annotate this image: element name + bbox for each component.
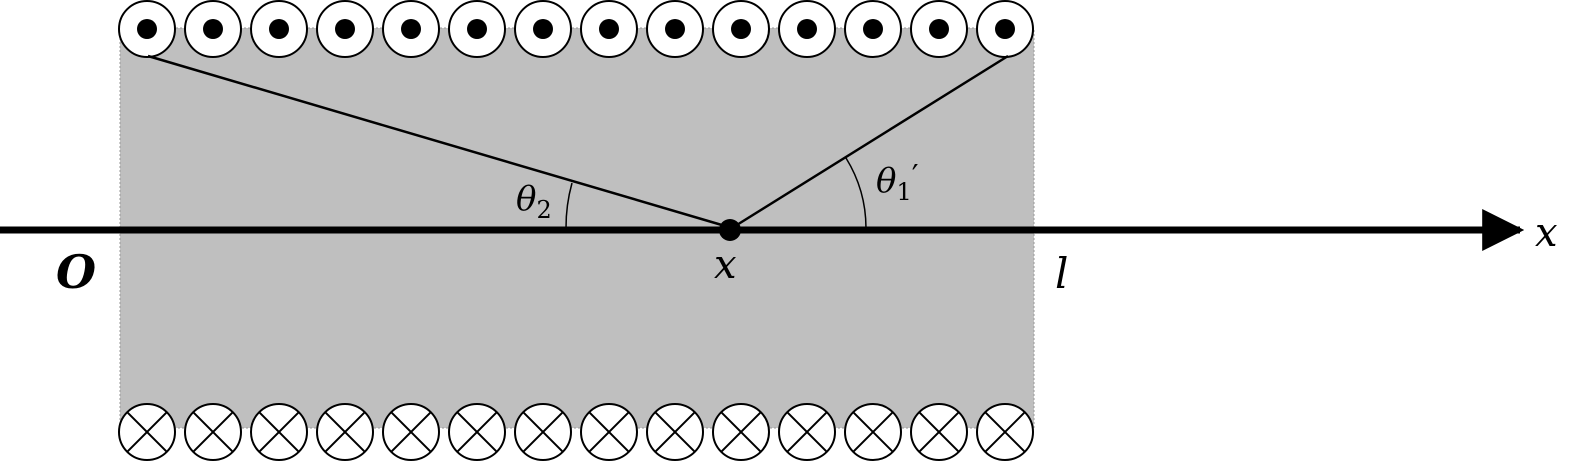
coil-dot-icon: [580, 0, 638, 58]
coil-cross-icon: [514, 403, 572, 461]
coil-dot-icon: [118, 0, 176, 58]
coil-cross-icon: [580, 403, 638, 461]
coil-dot-icon: [184, 0, 242, 58]
point-x-dot: [719, 219, 741, 241]
coil-dot-icon: [382, 0, 440, 58]
coil-dot-icon: [646, 0, 704, 58]
coil-cross-icon: [778, 403, 836, 461]
theta1-subscript: 1: [896, 178, 911, 206]
coil-cross-icon: [646, 403, 704, 461]
coil-cross-icon: [118, 403, 176, 461]
right-line: [731, 54, 1009, 230]
theta1-label: θ1′: [876, 159, 919, 206]
coil-dot-icon: [712, 0, 770, 58]
coil-cross-icon: [712, 403, 770, 461]
coil-cross-icon: [316, 403, 374, 461]
coil-cross-icon: [844, 403, 902, 461]
coil-dot-icon: [514, 0, 572, 58]
origin-label: O: [56, 245, 96, 299]
theta1-symbol: θ: [876, 161, 896, 201]
coil-dot-icon: [844, 0, 902, 58]
bottom-coil-row: [118, 403, 1034, 461]
theta2-label: θ2: [516, 179, 552, 224]
coil-dot-icon: [910, 0, 968, 58]
theta1-prime: ′: [912, 159, 919, 194]
coil-dot-icon: [778, 0, 836, 58]
length-label: l: [1055, 249, 1068, 298]
coil-dot-icon: [250, 0, 308, 58]
theta2-subscript: 2: [536, 196, 551, 224]
coil-cross-icon: [976, 403, 1034, 461]
top-coil-row: [118, 0, 1034, 58]
coil-cross-icon: [910, 403, 968, 461]
svg-text:θ1′: θ1′: [876, 159, 919, 206]
coil-cross-icon: [382, 403, 440, 461]
theta2-arc: [565, 182, 573, 229]
coil-dot-icon: [976, 0, 1034, 58]
point-label: x: [714, 242, 737, 288]
coil-cross-icon: [250, 403, 308, 461]
theta1-arc: [845, 157, 867, 229]
coil-dot-icon: [448, 0, 506, 58]
coil-cross-icon: [184, 403, 242, 461]
svg-text:θ2: θ2: [516, 179, 552, 224]
axis-label: x: [1535, 210, 1558, 256]
left-line: [147, 54, 733, 230]
theta2-symbol: θ: [516, 179, 536, 219]
coil-dot-icon: [316, 0, 374, 58]
coil-cross-icon: [448, 403, 506, 461]
